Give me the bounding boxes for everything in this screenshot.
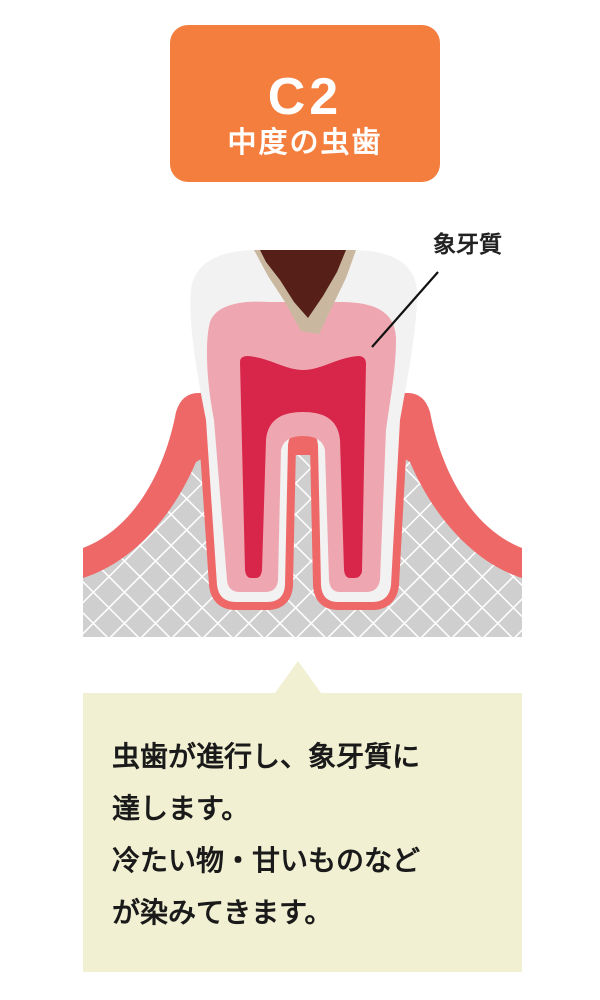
description-line: が染みてきます。: [112, 896, 333, 929]
bone: [83, 455, 522, 637]
caries-inner: [260, 250, 346, 318]
dentin-label: 象牙質: [433, 232, 502, 258]
label-leader-line: [371, 271, 439, 348]
stage-title: C2: [267, 68, 343, 126]
pulp: [240, 356, 366, 578]
tooth-diagram: [83, 250, 522, 637]
callout-pointer: [275, 661, 321, 693]
description-line: 虫歯が進行し、象牙質に: [112, 740, 421, 773]
description-line: 達します。: [112, 792, 250, 825]
stage-badge: C2 中度の虫歯: [170, 25, 440, 182]
description-line: 冷たい物・甘いものなど: [112, 844, 421, 877]
description-callout: 虫歯が進行し、象牙質に 達します。 冷たい物・甘いものなど が染みてきます。: [83, 693, 522, 972]
description-text: 虫歯が進行し、象牙質に 達します。 冷たい物・甘いものなど が染みてきます。: [112, 731, 512, 939]
stage-subtitle: 中度の虫歯: [227, 125, 383, 159]
